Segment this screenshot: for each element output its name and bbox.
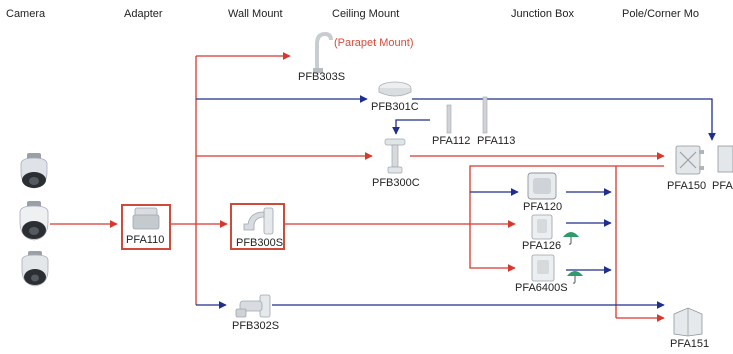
camera-icon xyxy=(20,153,48,189)
line-extension-pfb300c xyxy=(392,119,430,135)
header-junction-box: Junction Box xyxy=(511,8,574,20)
line-pfb301c-pfa150 xyxy=(412,98,716,141)
label-pfa-partial: PFA xyxy=(712,180,733,192)
header-wall-mount: Wall Mount xyxy=(228,8,283,20)
label-pfa126: PFA126 xyxy=(522,240,562,252)
line-junction-red xyxy=(469,165,664,272)
label-pfa150: PFA150 xyxy=(667,180,707,192)
label-pfa110: PFA110 xyxy=(126,234,165,246)
pole-mount-icon xyxy=(675,145,704,175)
corner-mount-icon xyxy=(717,145,733,173)
header-adapter: Adapter xyxy=(124,8,163,20)
ceiling-mount-icon xyxy=(384,138,406,174)
highlight-box-pfa110 xyxy=(121,204,171,250)
label-pfb302s: PFB302S xyxy=(232,320,280,332)
header-pole-corner-mount: Pole/Corner Mo xyxy=(622,8,700,20)
adapter-icon xyxy=(132,207,160,230)
label-pfb300s: PFB300S xyxy=(236,237,284,249)
header-camera: Camera xyxy=(6,8,46,20)
label-pfb303s: PFB303S xyxy=(298,71,346,83)
label-pfb300c: PFB300C xyxy=(372,177,420,189)
ceiling-mount-icon xyxy=(378,81,412,97)
label-pfa113: PFA113 xyxy=(477,135,516,147)
wall-mount-icon xyxy=(243,207,274,235)
camera-icon xyxy=(19,201,49,241)
highlight-box-pfb300s xyxy=(230,203,285,250)
junction-box-icon xyxy=(531,254,555,282)
parapet-mount-icon xyxy=(313,31,333,73)
label-pfb301c: PFB301C xyxy=(371,101,419,113)
label-parapet-mount: (Parapet Mount) xyxy=(334,37,414,49)
label-pfa151: PFA151 xyxy=(670,338,710,350)
umbrella-icon xyxy=(567,271,583,284)
corner-mount-icon xyxy=(673,307,703,337)
umbrella-icon xyxy=(563,232,579,245)
pole-extension-icon xyxy=(482,96,488,134)
wall-mount-icon xyxy=(235,294,271,318)
label-pfa112: PFA112 xyxy=(432,135,471,147)
header-ceiling-mount: Ceiling Mount xyxy=(332,8,400,20)
pole-extension-icon xyxy=(446,104,452,134)
label-pfa120: PFA120 xyxy=(523,201,563,213)
junction-box-icon xyxy=(527,172,557,200)
junction-box-icon xyxy=(531,214,553,240)
label-pfa6400s: PFA6400S xyxy=(515,282,568,294)
camera-icon xyxy=(21,251,49,287)
